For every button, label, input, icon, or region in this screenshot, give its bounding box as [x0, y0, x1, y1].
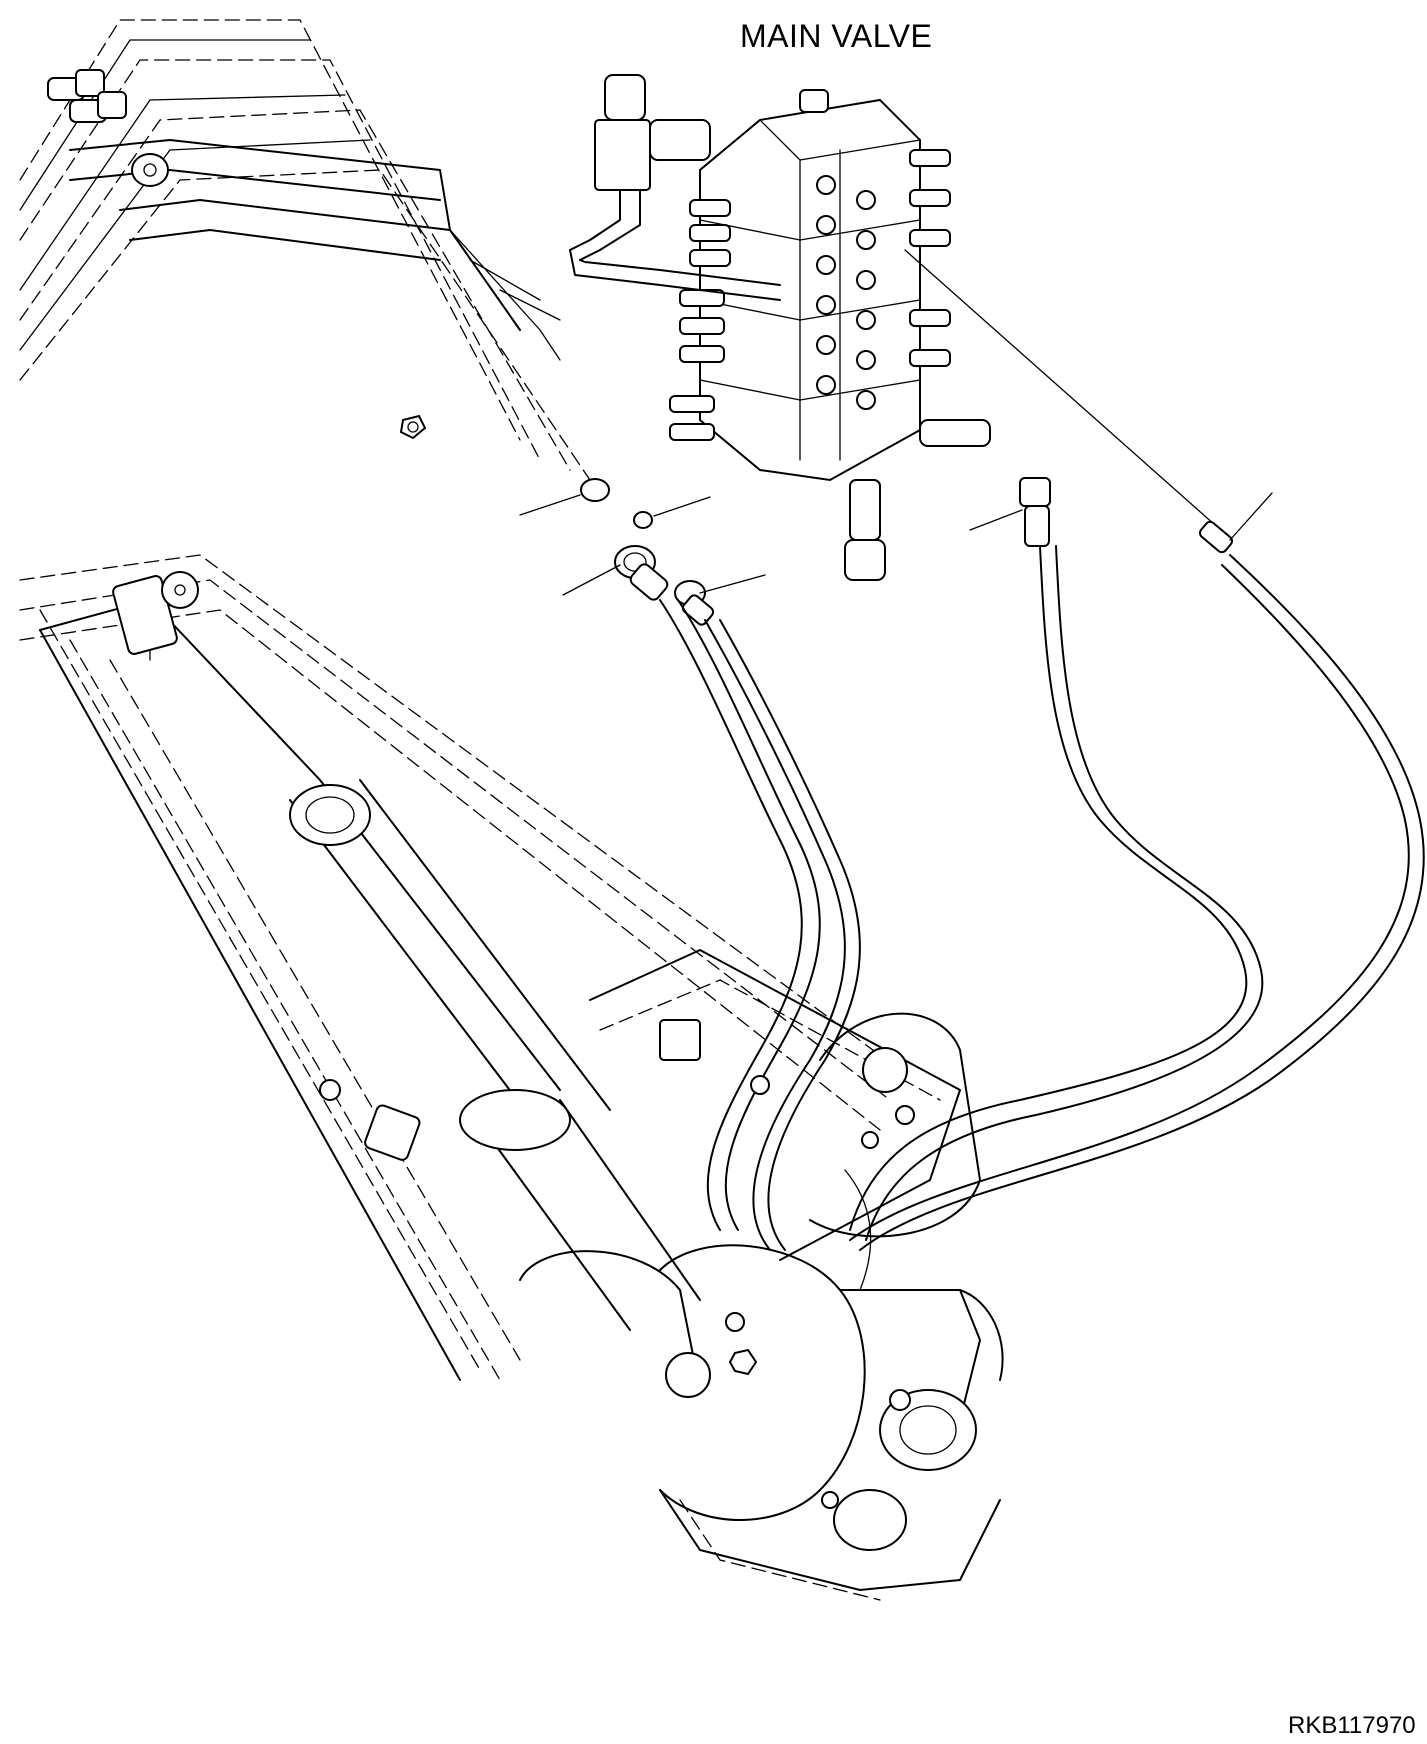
relief-valve-assembly [569, 74, 781, 301]
valve-leader-line [904, 249, 1216, 526]
boom-body [19, 554, 901, 1381]
main-valve-block [569, 74, 991, 581]
small-nut [399, 414, 427, 440]
main-valve-label: MAIN VALVE [740, 18, 933, 54]
left-hose-fitting-2 [674, 580, 715, 626]
o-ring-large [519, 478, 610, 516]
left-hose-pair [562, 545, 861, 1251]
right-hose-fitting [1199, 520, 1233, 554]
o-ring-small [633, 496, 711, 529]
valve-drain-fitting [844, 479, 886, 581]
middle-hose-fitting [1019, 477, 1051, 547]
left-hose-fitting-1 [614, 545, 669, 601]
upper-left-fittings [47, 69, 169, 187]
upper-boom-structure [19, 19, 591, 481]
swing-bracket [519, 949, 1004, 1601]
right-hose-pair [849, 477, 1425, 1251]
figure-id: RKB117970 [1288, 1712, 1416, 1739]
valve-port-fittings [669, 89, 991, 447]
